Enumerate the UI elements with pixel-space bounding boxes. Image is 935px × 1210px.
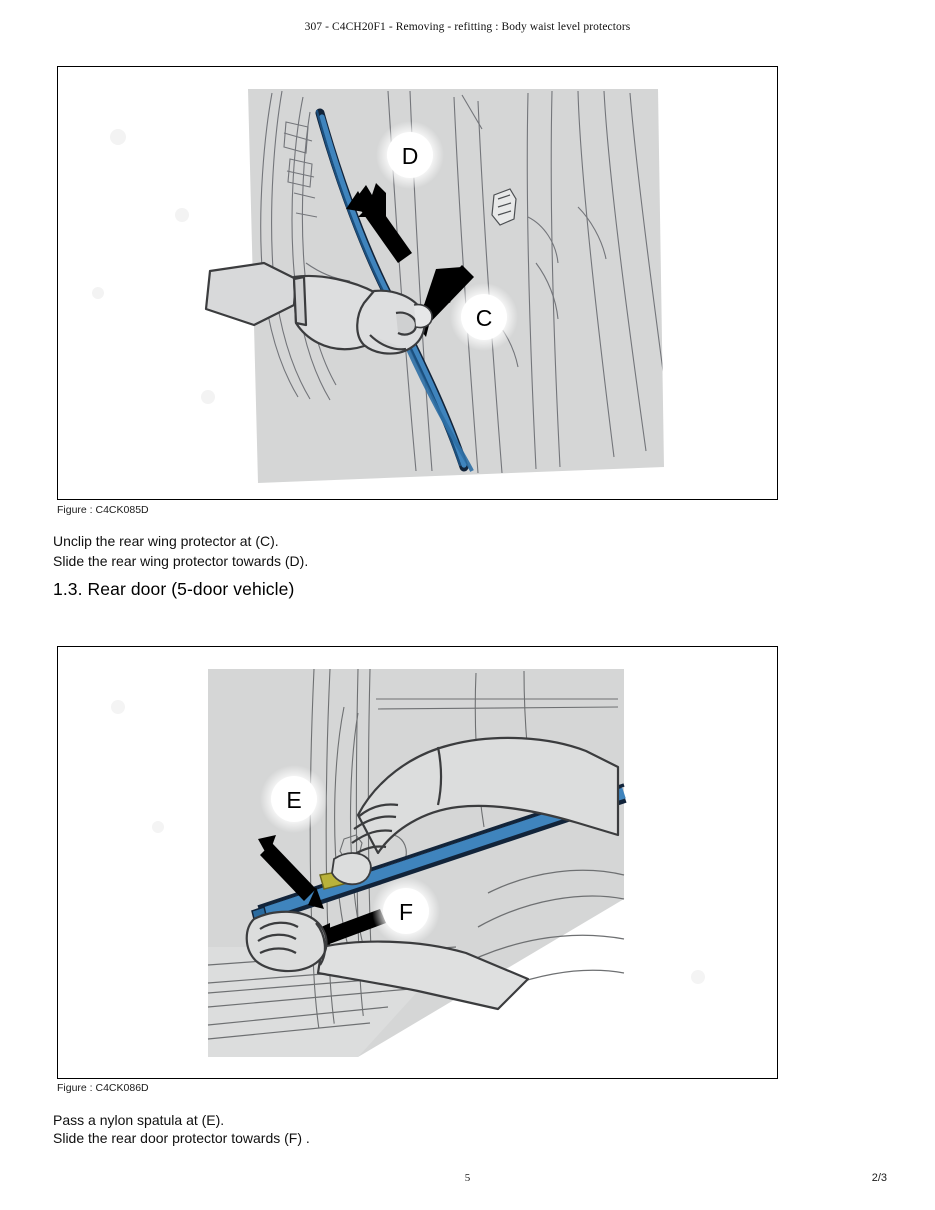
instruction-slide-rear-wing-protector: Slide the rear wing protector towards (D…: [53, 553, 309, 569]
instruction-unclip-rear-wing-protector: Unclip the rear wing protector at (C).: [53, 533, 279, 549]
footer-center-mark: 5: [464, 1172, 471, 1184]
figure-2-callout-f: F: [399, 899, 413, 925]
instruction-slide-rear-door-protector: Slide the rear door protector towards (F…: [53, 1130, 310, 1146]
figure-2-caption: Figure : C4CK086D: [57, 1082, 149, 1094]
figure-1-illustration: D C: [58, 67, 777, 499]
figure-2-callout-e: E: [286, 787, 301, 813]
figure-1-caption: Figure : C4CK085D: [57, 504, 149, 516]
page-header-title: 307 - C4CH20F1 - Removing - refitting : …: [304, 21, 631, 33]
footer-page-number: 2/3: [871, 1172, 887, 1184]
figure-1-callout-d: D: [402, 143, 419, 169]
section-heading-rear-door: 1.3. Rear door (5-door vehicle): [53, 579, 295, 599]
figure-1-frame: D C: [57, 66, 778, 500]
figure-2-illustration: E F: [58, 647, 777, 1078]
figure-2-frame: E F: [57, 646, 778, 1079]
figure-1-callout-c: C: [476, 305, 493, 331]
instruction-pass-nylon-spatula: Pass a nylon spatula at (E).: [53, 1112, 225, 1128]
